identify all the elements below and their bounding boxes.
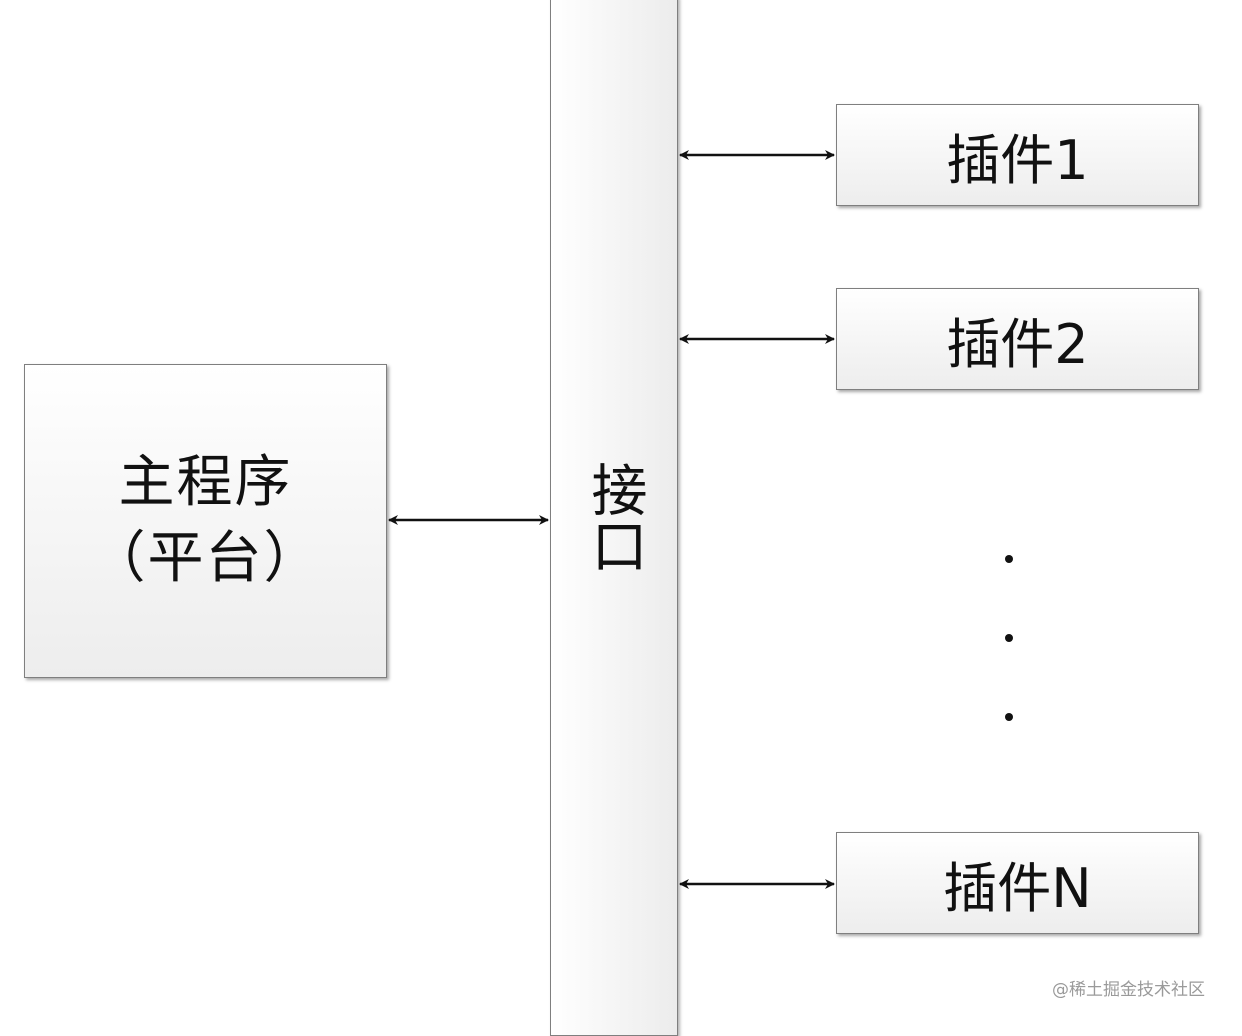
interface-label: 接口 bbox=[582, 461, 647, 573]
plugin-1-label: 插件1 bbox=[946, 128, 1089, 192]
ellipsis-dot bbox=[1005, 555, 1013, 563]
main-program-box: 主程序 （平台） bbox=[24, 364, 387, 678]
ellipsis-dot bbox=[1005, 634, 1013, 642]
watermark-text: @稀土掘金技术社区 bbox=[1052, 980, 1205, 1000]
plugin-1-box: 插件1 bbox=[836, 104, 1199, 206]
interface-bar: 接口 bbox=[550, 0, 678, 1036]
plugin-n-label: 插件N bbox=[943, 856, 1092, 920]
main-program-title: 主程序 bbox=[118, 450, 293, 515]
plugin-2-label: 插件2 bbox=[946, 312, 1089, 376]
ellipsis-dot bbox=[1005, 713, 1013, 721]
plugin-n-box: 插件N bbox=[836, 832, 1199, 934]
plugin-2-box: 插件2 bbox=[836, 288, 1199, 390]
main-program-subtitle: （平台） bbox=[89, 526, 322, 591]
